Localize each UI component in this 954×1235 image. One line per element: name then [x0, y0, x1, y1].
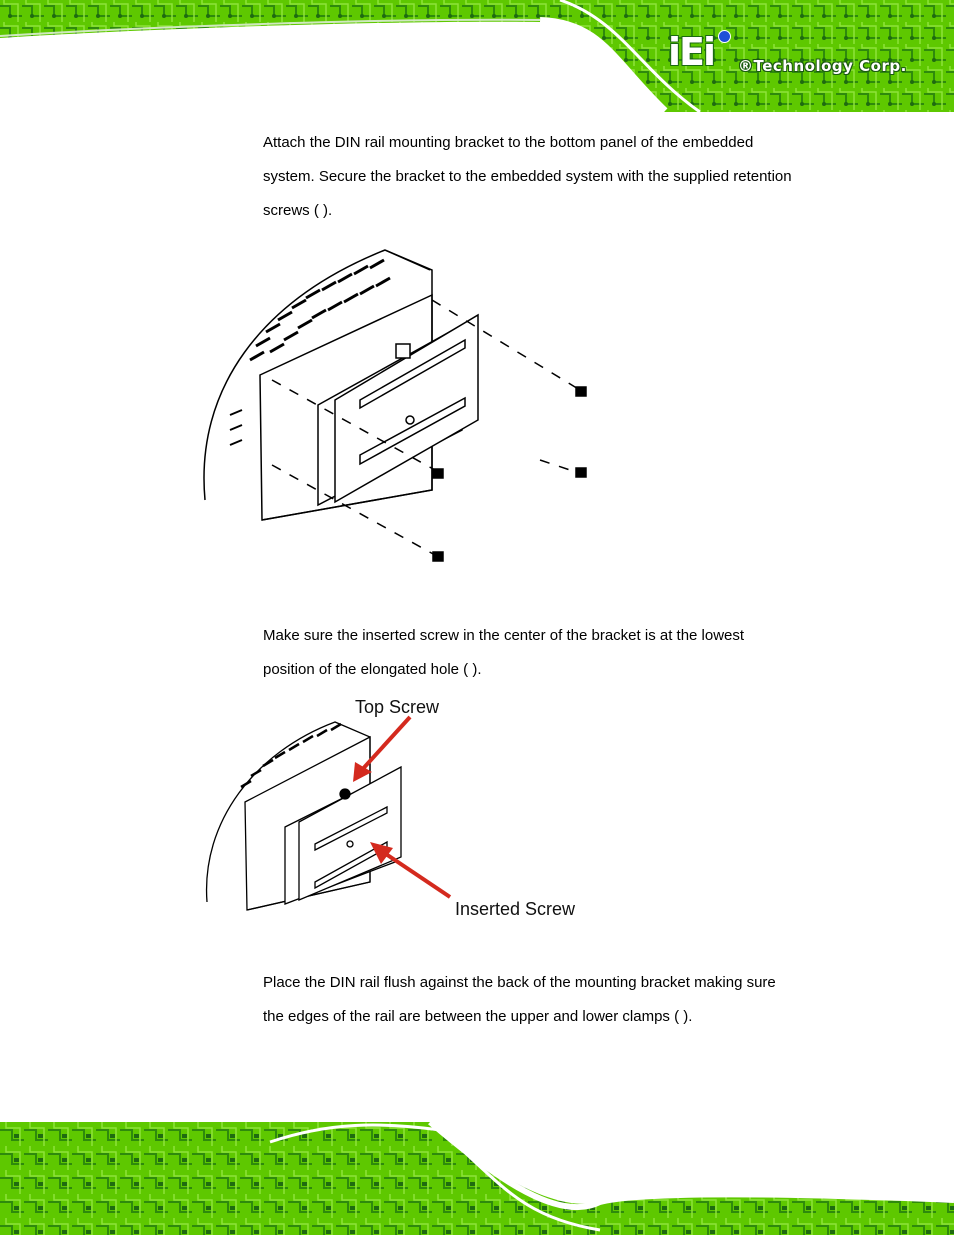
footer-banner	[0, 1122, 954, 1235]
inserted-screw-label: Inserted Screw	[455, 899, 576, 919]
header-banner: iEi ®Technology Corp.	[0, 0, 954, 112]
logo-mark: iEi	[668, 30, 716, 74]
text-line: Attach the DIN rail mounting bracket to …	[263, 134, 754, 151]
circuit-board-footer-graphic	[0, 1122, 954, 1235]
step-3-text: Place the DIN rail flush against the bac…	[263, 966, 833, 1034]
text-line: Place the DIN rail flush against the bac…	[263, 974, 776, 991]
figure-screw-position: Top Screw Inserted Screw	[205, 692, 595, 922]
top-screw-label: Top Screw	[355, 697, 440, 717]
bracket-attach-diagram	[203, 249, 587, 562]
text-line: system. Secure the bracket to the embedd…	[263, 168, 792, 185]
circuit-board-header-graphic	[0, 0, 954, 112]
step-2-text: Make sure the inserted screw in the cent…	[263, 619, 833, 687]
step-1-text: Attach the DIN rail mounting bracket to …	[263, 126, 833, 228]
text-line: position of the elongated hole ( ).	[263, 661, 482, 678]
screw-position-diagram	[205, 715, 452, 911]
figure-bracket-attach	[200, 240, 620, 570]
text-line: Make sure the inserted screw in the cent…	[263, 627, 745, 644]
company-name: ®Technology Corp.	[738, 57, 907, 75]
logo-dot-icon	[718, 30, 731, 43]
text-line: screws ( ).	[263, 202, 333, 219]
text-line: the edges of the rail are between the up…	[263, 1008, 693, 1025]
company-logo: iEi ®Technology Corp.	[668, 30, 918, 80]
